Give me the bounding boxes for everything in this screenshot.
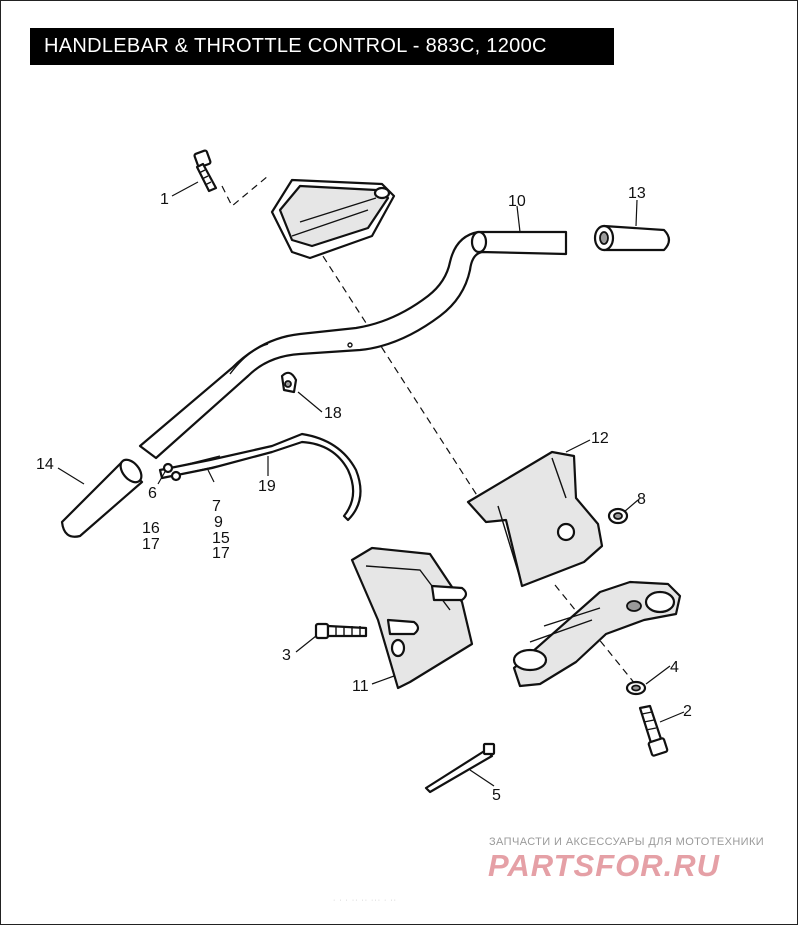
- diagram-title: HANDLEBAR & THROTTLE CONTROL - 883C, 120…: [44, 35, 547, 57]
- callout-15: 15: [212, 530, 230, 547]
- callout-6: 6: [148, 485, 157, 502]
- footer-text: · · · ·· ·· ··· · ··: [333, 897, 397, 904]
- callout-17-b: 17: [212, 545, 230, 562]
- part-19-throttle-cables: [158, 432, 362, 522]
- part-upper-clamp: [270, 178, 396, 260]
- part-5-cable-tie: [424, 742, 496, 794]
- part-8-washer: [607, 507, 629, 525]
- callout-16: 16: [142, 520, 160, 537]
- callout-7: 7: [212, 498, 221, 515]
- callout-8: 8: [637, 491, 646, 508]
- callout-1: 1: [160, 191, 169, 208]
- callout-14: 14: [36, 456, 54, 473]
- callout-2: 2: [683, 703, 692, 720]
- assembly-centerline: [221, 175, 641, 691]
- part-4-washer: [625, 680, 647, 696]
- part-riser-clamp: [512, 580, 682, 688]
- part-2-bolt: [638, 704, 669, 757]
- callout-13: 13: [628, 185, 646, 202]
- part-14-grip-left: [60, 458, 144, 538]
- part-3-screw: [314, 622, 368, 640]
- callout-9: 9: [214, 514, 223, 531]
- part-1-bolt: [193, 149, 218, 193]
- watermark-subtitle: ЗАПЧАСТИ И АКСЕССУАРЫ ДЛЯ МОТОТЕХНИКИ: [489, 836, 765, 848]
- callout-18: 18: [324, 405, 342, 422]
- part-12-handlebar-cover: [466, 450, 604, 588]
- callout-5: 5: [492, 787, 501, 804]
- callout-11: 11: [352, 678, 369, 695]
- leader-lines: [57, 181, 685, 787]
- part-11-riser-cover: [350, 546, 474, 690]
- callout-4: 4: [670, 659, 679, 676]
- callout-3: 3: [282, 647, 291, 664]
- watermark-logo: PARTSFOR.RU: [488, 848, 721, 883]
- title-bar: [30, 28, 614, 65]
- part-13-grip-right: [593, 224, 671, 252]
- callout-19: 19: [258, 478, 276, 495]
- part-10-handlebar: [138, 230, 568, 460]
- part-18-clip: [280, 371, 298, 394]
- callout-10: 10: [508, 193, 526, 210]
- callout-17-a: 17: [142, 536, 160, 553]
- callout-12: 12: [591, 430, 609, 447]
